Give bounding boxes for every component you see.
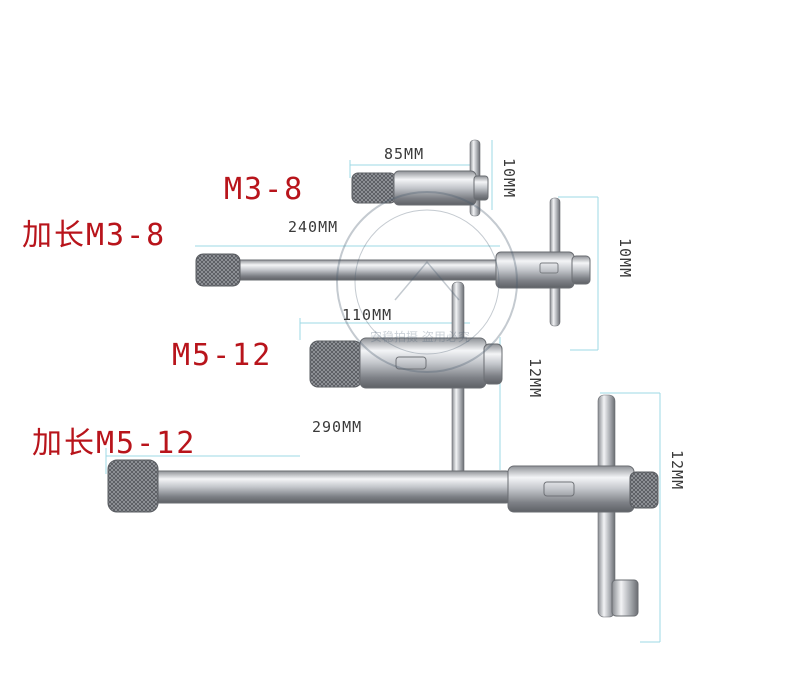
tap-wrench-m3 [351,139,489,217]
dim-m3-length: 85MM [384,145,425,163]
label-m5: M5-12 [172,338,273,373]
tap-wrench-m5 [309,281,503,479]
tap-wrench-long-m5 [107,394,659,618]
label-long-m5: 加长M5-12 [32,426,197,461]
dimension-guides [105,140,661,643]
dim-long-m3-width: 10MM [616,238,634,279]
tap-wrench-long-m3 [195,197,591,327]
dim-m3-width: 10MM [500,158,518,199]
watermark-seal [336,191,518,373]
dim-m5-length: 110MM [342,306,393,324]
label-long-m3: 加长M3-8 [22,218,167,253]
dim-m5-width: 12MM [526,358,544,399]
dim-long-m5-length: 290MM [312,418,363,436]
dim-long-m3-length: 240MM [288,218,339,236]
dim-long-m5-width: 12MM [668,450,686,491]
label-m3: M3-8 [224,172,305,207]
watermark-slogan: 安稳拍摄 盗用必究 [370,330,470,344]
